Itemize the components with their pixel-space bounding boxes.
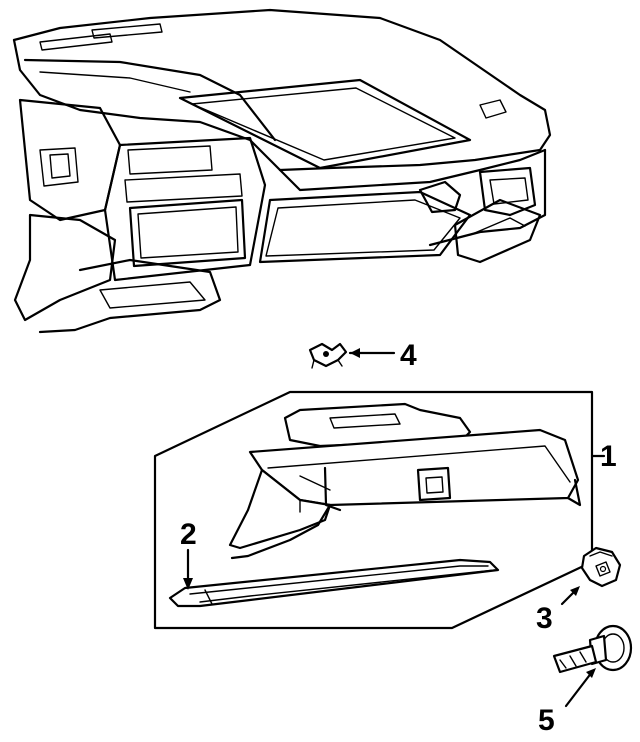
callout-5-label: 5 [538,704,555,737]
callout-1-label: 1 [600,440,617,473]
glove-box-bin [228,402,582,560]
callout-2-label: 2 [180,518,197,551]
part-4-clip: 4 [308,339,417,372]
callout-5-leader [564,670,594,708]
callout-4-label: 4 [400,339,417,372]
part-2-hinge-strip: 2 [168,518,500,608]
callout-3-arrowhead [570,586,580,596]
part-3-bumper: 3 [536,546,622,635]
instrument-panel [12,8,552,334]
callout-2-arrowhead [183,578,193,590]
callout-5-arrowhead [586,668,596,678]
part-1-glove-box-assembly: 1 2 [153,390,617,630]
part-5-latch: 5 [538,624,633,737]
callout-4-arrowhead [350,348,360,358]
callout-3-label: 3 [536,602,553,635]
